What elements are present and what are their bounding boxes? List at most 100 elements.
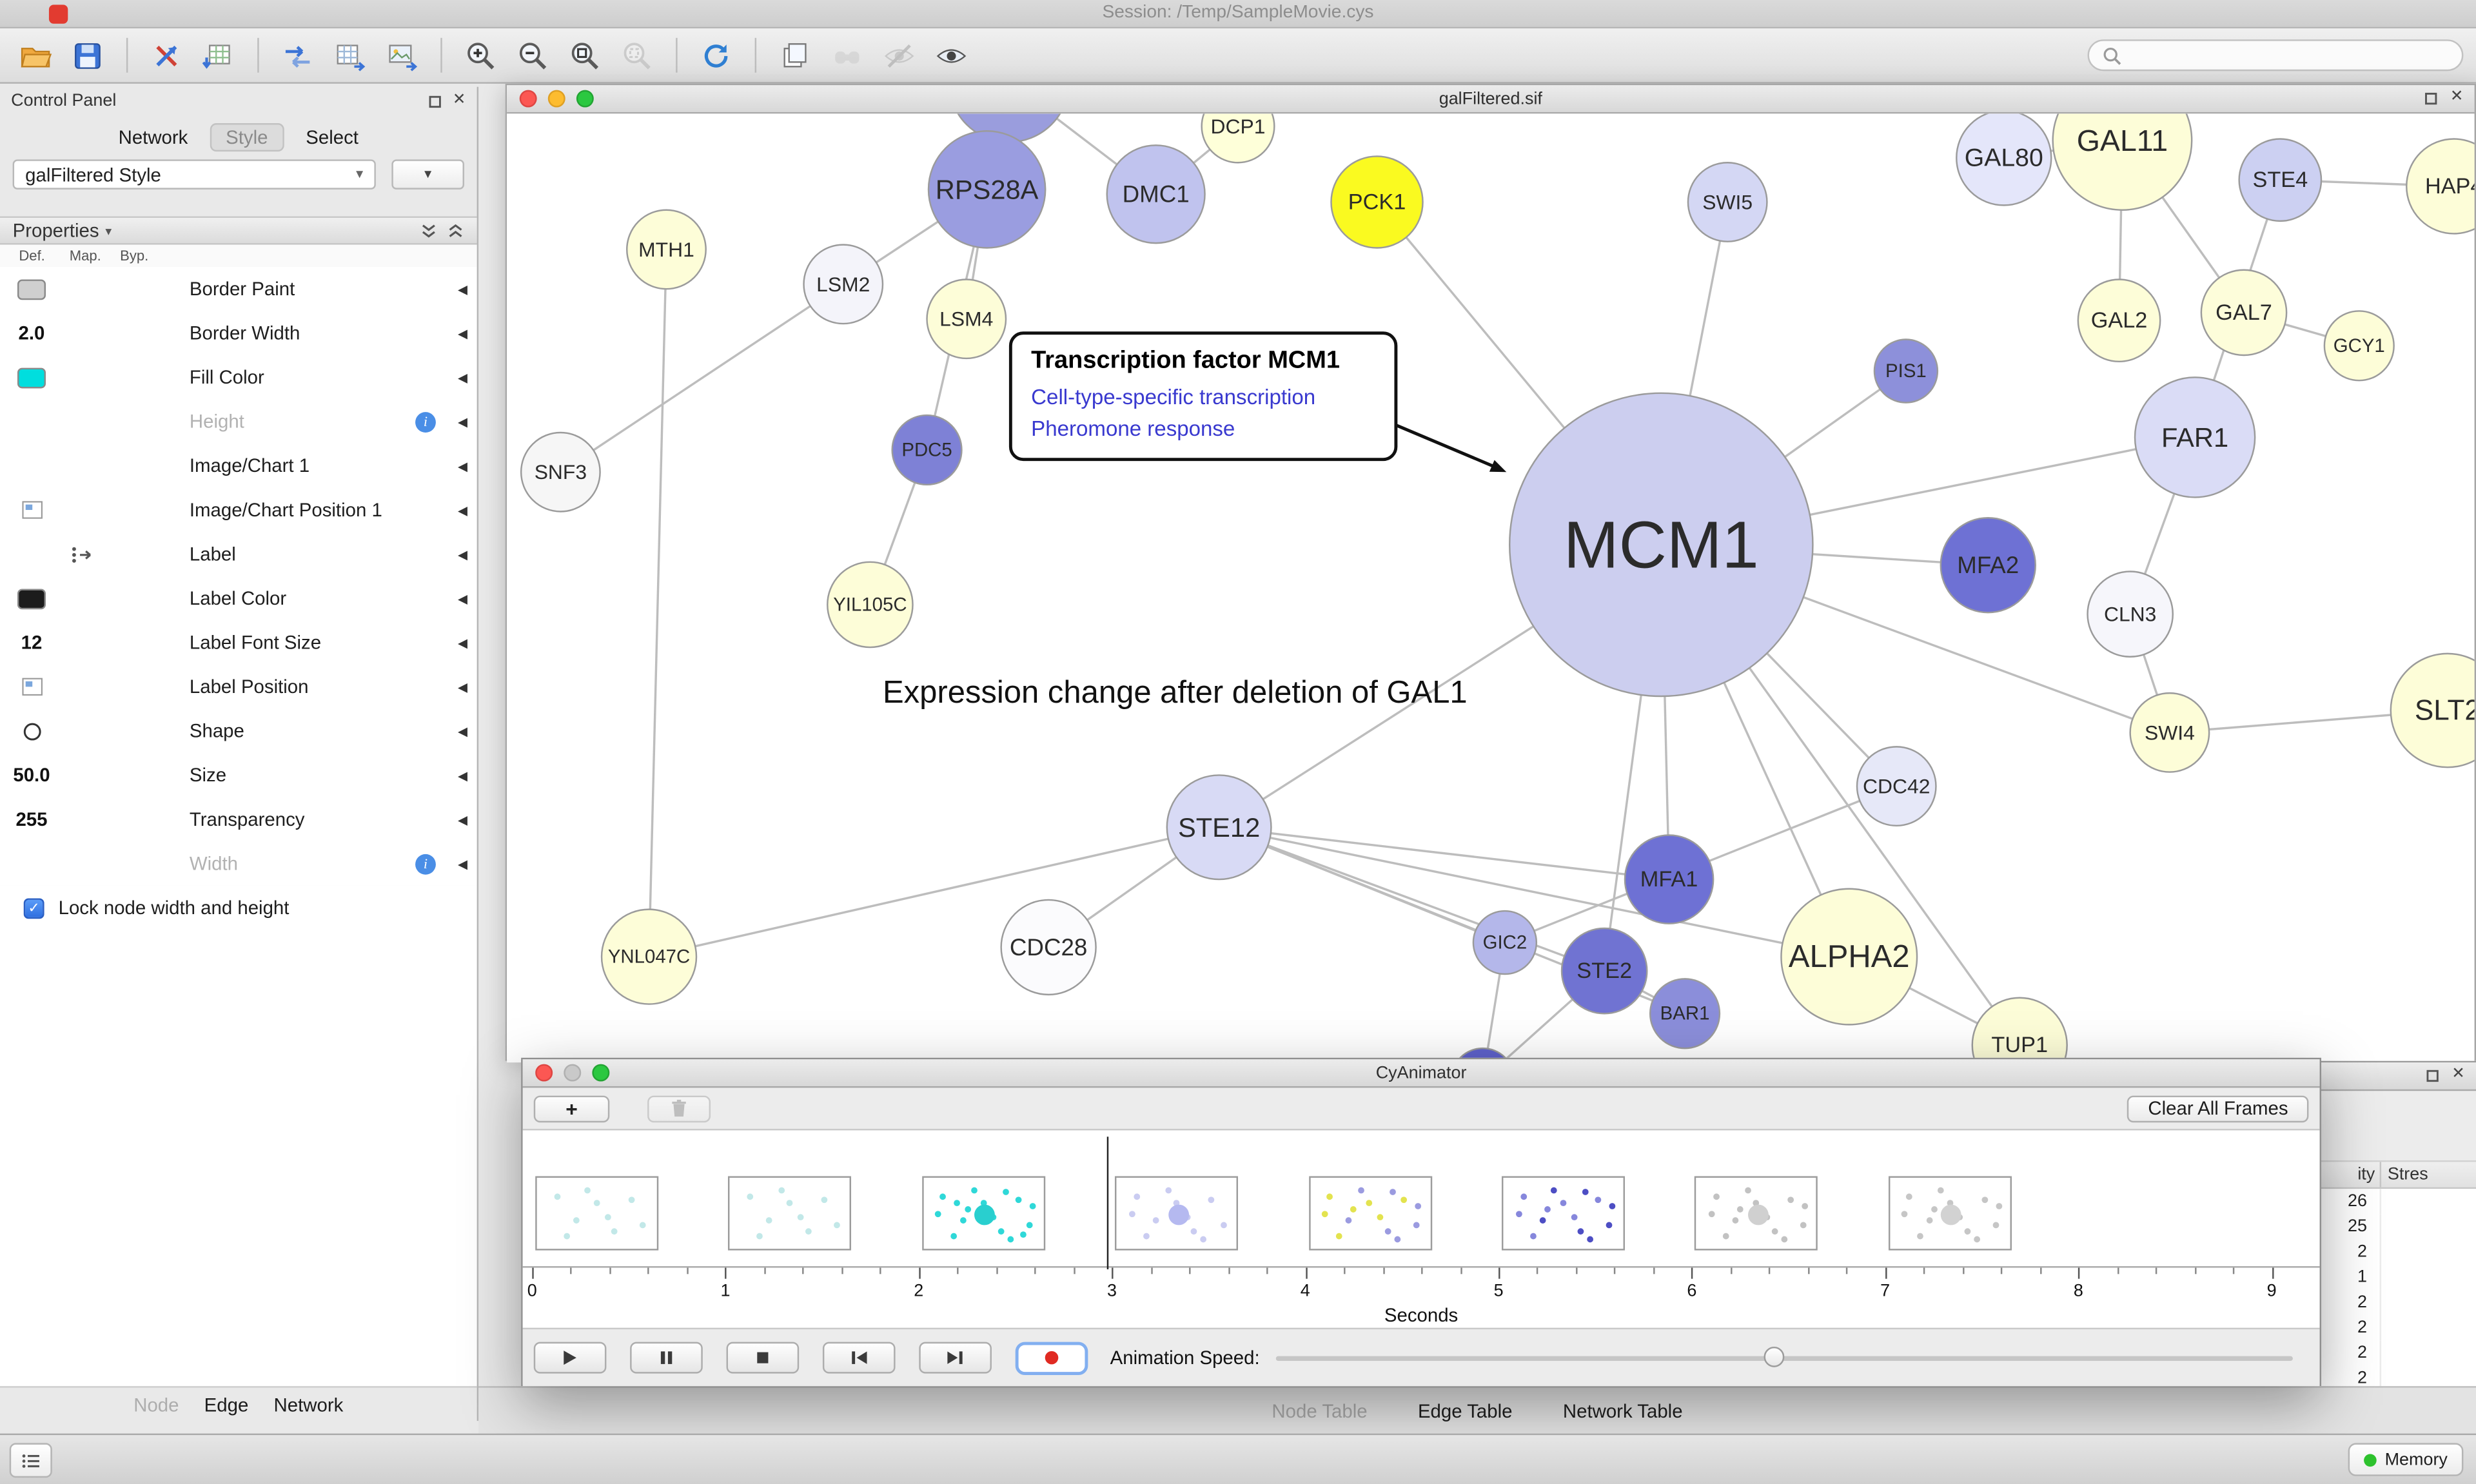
close-button[interactable] bbox=[519, 90, 537, 108]
property-row-label[interactable]: Label◀ bbox=[0, 532, 477, 576]
import-table-button[interactable] bbox=[194, 33, 243, 77]
cyanimator-titlebar[interactable]: CyAnimator bbox=[522, 1059, 2320, 1088]
panel-tab-edge[interactable]: Edge bbox=[204, 1393, 249, 1416]
frame-thumbnail-6[interactable] bbox=[1695, 1176, 1818, 1251]
node-gic2[interactable]: GIC2 bbox=[1472, 910, 1538, 975]
default-value-cell[interactable]: 2.0 bbox=[6, 322, 57, 344]
node-ste2[interactable]: STE2 bbox=[1560, 927, 1648, 1015]
minimize-button[interactable] bbox=[547, 90, 565, 108]
node-ste12[interactable]: STE12 bbox=[1166, 774, 1272, 881]
expand-arrow-icon[interactable]: ◀ bbox=[458, 282, 468, 297]
node-gal11[interactable]: GAL11 bbox=[2052, 113, 2193, 211]
table-row[interactable]: 25 bbox=[2321, 1214, 2476, 1240]
expand-arrow-icon[interactable]: ◀ bbox=[458, 635, 468, 650]
default-value-cell[interactable]: 255 bbox=[6, 808, 57, 830]
property-row-fill-color[interactable]: Fill Color◀ bbox=[0, 355, 477, 400]
table-row[interactable]: 2 bbox=[2321, 1289, 2476, 1316]
float-panel-icon[interactable] bbox=[427, 94, 442, 108]
edge-ste12-mfa1[interactable] bbox=[1219, 826, 1669, 881]
show-panel-button[interactable] bbox=[9, 1443, 52, 1478]
stop-button[interactable] bbox=[726, 1341, 800, 1373]
expand-arrow-icon[interactable]: ◀ bbox=[458, 326, 468, 340]
search-input[interactable] bbox=[2087, 39, 2464, 72]
expand-arrow-icon[interactable]: ◀ bbox=[458, 458, 468, 473]
node-dcp1[interactable]: DCP1 bbox=[1201, 113, 1275, 164]
lock-checkbox[interactable]: ✓ bbox=[23, 897, 44, 919]
save-session-button[interactable] bbox=[63, 33, 112, 77]
node-cdc42[interactable]: CDC42 bbox=[1856, 746, 1937, 827]
node-rps28a[interactable]: RPS28A bbox=[927, 130, 1046, 249]
clear-all-frames-button[interactable]: Clear All Frames bbox=[2127, 1095, 2309, 1122]
mapping-cell[interactable] bbox=[57, 544, 107, 565]
show-all-button[interactable] bbox=[927, 33, 976, 77]
cya-close-button[interactable] bbox=[535, 1064, 553, 1082]
column-header-centrality[interactable]: ity bbox=[2321, 1162, 2382, 1187]
property-row-label-position[interactable]: Label Position◀ bbox=[0, 665, 477, 709]
style-combobox[interactable]: galFiltered Style ▾ bbox=[12, 159, 376, 190]
column-header-stress[interactable]: Stres bbox=[2387, 1165, 2428, 1184]
node-gcy1[interactable]: GCY1 bbox=[2323, 310, 2395, 382]
expand-arrow-icon[interactable]: ◀ bbox=[458, 591, 468, 606]
style-options-button[interactable]: ▾ bbox=[391, 159, 465, 190]
export-network-button[interactable] bbox=[273, 33, 322, 77]
zoom-selected-button[interactable] bbox=[613, 33, 662, 77]
delete-frame-button[interactable] bbox=[647, 1095, 711, 1122]
node-far1[interactable]: FAR1 bbox=[2134, 376, 2256, 498]
export-image-button[interactable] bbox=[377, 33, 426, 77]
node-bar1[interactable]: BAR1 bbox=[1649, 978, 1721, 1050]
next-button[interactable] bbox=[919, 1341, 992, 1373]
frame-thumbnail-0[interactable] bbox=[535, 1176, 659, 1251]
node-pck1[interactable]: PCK1 bbox=[1330, 155, 1424, 249]
frame-thumbnail-2[interactable] bbox=[921, 1176, 1045, 1251]
expand-arrow-icon[interactable]: ◀ bbox=[458, 414, 468, 429]
node-hap4[interactable]: HAP4 bbox=[2406, 138, 2475, 235]
properties-header[interactable]: Properties ▾ bbox=[0, 216, 477, 245]
table-row[interactable]: 2 bbox=[2321, 1365, 2476, 1391]
expand-arrow-icon[interactable]: ◀ bbox=[458, 812, 468, 827]
default-value-cell[interactable] bbox=[6, 367, 57, 388]
table-row[interactable]: 2 bbox=[2321, 1239, 2476, 1265]
node-swi5[interactable]: SWI5 bbox=[1687, 162, 1768, 242]
node-ste4[interactable]: STE4 bbox=[2238, 138, 2323, 222]
hide-selected-button[interactable] bbox=[875, 33, 924, 77]
tab-edge-table[interactable]: Edge Table bbox=[1417, 1400, 1513, 1422]
playhead[interactable] bbox=[1106, 1137, 1108, 1269]
add-frame-button[interactable]: + bbox=[533, 1095, 610, 1122]
node-mcm1[interactable]: MCM1 bbox=[1509, 392, 1814, 698]
node-mth1[interactable]: MTH1 bbox=[626, 209, 707, 290]
default-value-cell[interactable] bbox=[6, 500, 57, 519]
expand-all-icon[interactable] bbox=[420, 222, 437, 239]
edge-snf3-lsm2[interactable] bbox=[560, 283, 844, 473]
default-value-cell[interactable] bbox=[6, 721, 57, 741]
collapse-all-icon[interactable] bbox=[447, 222, 464, 239]
previous-button[interactable] bbox=[822, 1341, 896, 1373]
default-value-cell[interactable] bbox=[6, 588, 57, 609]
duplicate-network-button[interactable] bbox=[771, 33, 820, 77]
node-pdc5[interactable]: PDC5 bbox=[891, 414, 963, 486]
property-row-border-paint[interactable]: Border Paint◀ bbox=[0, 267, 477, 311]
tab-style[interactable]: Style bbox=[210, 123, 284, 152]
expand-arrow-icon[interactable]: ◀ bbox=[458, 679, 468, 694]
import-network-button[interactable] bbox=[142, 33, 191, 77]
export-table-button[interactable] bbox=[325, 33, 374, 77]
expand-arrow-icon[interactable]: ◀ bbox=[458, 768, 468, 783]
close-panel-icon[interactable]: ✕ bbox=[452, 92, 466, 109]
frame-thumbnail-1[interactable] bbox=[728, 1176, 852, 1251]
node-cdc28[interactable]: CDC28 bbox=[1000, 899, 1097, 996]
node-cln3[interactable]: CLN3 bbox=[2087, 571, 2174, 658]
edge-ste12-alpha2[interactable] bbox=[1219, 826, 1850, 958]
network-canvas[interactable]: RPS28BDCP1RPS28ADMC1PCK1SWI5GAL80GAL11ST… bbox=[507, 113, 2475, 1063]
default-value-cell[interactable] bbox=[6, 278, 57, 300]
expand-arrow-icon[interactable]: ◀ bbox=[458, 503, 468, 518]
node-lsm4[interactable]: LSM4 bbox=[926, 278, 1007, 360]
pause-button[interactable] bbox=[630, 1341, 703, 1373]
property-row-shape[interactable]: Shape◀ bbox=[0, 709, 477, 754]
table-row[interactable]: 26 bbox=[2321, 1189, 2476, 1215]
node-slt2[interactable]: SLT2 bbox=[2390, 652, 2475, 768]
node-dmc1[interactable]: DMC1 bbox=[1106, 144, 1206, 244]
